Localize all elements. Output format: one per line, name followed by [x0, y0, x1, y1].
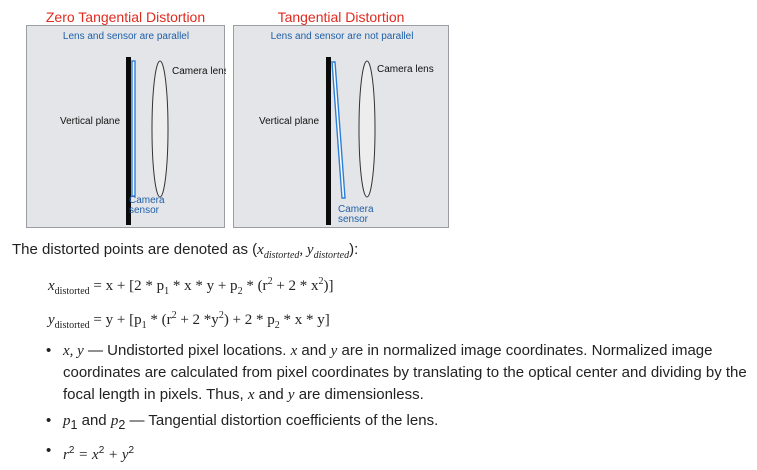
- camera-sensor-shape: [331, 61, 346, 199]
- b1-text2: are in normalized image coordinates. Nor…: [63, 342, 747, 403]
- eq-y-y-sup: 2: [218, 310, 224, 321]
- eq-x-rhs-2: * x * y + p: [169, 278, 238, 294]
- tangential-distortion-panel: Lens and sensor are not parallel Camera …: [233, 25, 449, 228]
- eq-x-sub: distorted: [54, 286, 90, 297]
- vertical-plane-bar: [126, 57, 131, 225]
- bullet-dot: •: [46, 442, 52, 459]
- intro-x-sub: distorted: [263, 250, 300, 261]
- b3-r: r: [63, 447, 69, 463]
- b1-x2: x: [247, 387, 255, 403]
- b2-p2-sub: 2: [118, 418, 126, 432]
- zero-distortion-diagram: Lens and sensor are parallel Camera lens…: [60, 31, 226, 225]
- intro-y: y: [306, 242, 314, 258]
- camera-lens-shape: [358, 60, 376, 198]
- definitions-list: • x, y — Undistorted pixel locations. x …: [30, 340, 750, 470]
- b2-and: and: [77, 412, 111, 429]
- bullet-dot: •: [46, 412, 52, 429]
- right-sensor-label-2: sensor: [338, 214, 369, 225]
- left-vertical-plane-label: Vertical plane: [60, 116, 120, 127]
- b3-r-sup: 2: [68, 445, 75, 456]
- eq-x-x-sup: 2: [318, 276, 324, 287]
- b3-x-sup: 2: [98, 445, 105, 456]
- bullet-dot: •: [46, 342, 52, 359]
- eq-y-p1-sub: 1: [141, 320, 147, 331]
- b3-y-sup: 2: [128, 445, 135, 456]
- eq-y-rhs-3: + 2 *y: [176, 312, 219, 328]
- list-item: • x, y — Undistorted pixel locations. x …: [30, 340, 750, 406]
- right-subtitle: Lens and sensor are not parallel: [271, 31, 414, 42]
- intro-y-sub: distorted: [313, 250, 350, 261]
- b1-text1: — Undistorted pixel locations.: [83, 342, 291, 359]
- intro-comma: ,: [299, 242, 307, 258]
- right-vertical-plane-label: Vertical plane: [259, 116, 319, 127]
- left-camera-lens-label: Camera lens: [172, 66, 226, 77]
- camera-lens-shape: [151, 60, 169, 198]
- left-subtitle: Lens and sensor are parallel: [63, 31, 189, 42]
- b1-text3: are dimensionless.: [294, 386, 424, 403]
- intro-close: ):: [349, 241, 359, 258]
- left-sensor-label-2: sensor: [129, 205, 160, 216]
- eq-y-p2-sub: 2: [274, 320, 280, 331]
- right-panel-title: Tangential Distortion: [277, 9, 405, 25]
- equation-x-distorted: xdistorted = x + [2 * p1 * x * y + p2 * …: [48, 276, 334, 297]
- eq-x-rhs-3: * (r: [242, 278, 268, 294]
- b2-p1-sub: 1: [70, 418, 78, 432]
- zero-distortion-panel: Lens and sensor are parallel Camera lens…: [26, 25, 226, 228]
- eq-y-lhs: y: [48, 312, 55, 328]
- eq-x-r-sup: 2: [267, 276, 273, 287]
- equation-y-distorted: ydistorted = y + [p1 * (r2 + 2 *y2) + 2 …: [48, 310, 330, 331]
- b1-and2: and: [254, 386, 288, 403]
- b1-y: y: [330, 343, 338, 359]
- eq-y-rhs-5: * x * y]: [279, 312, 330, 328]
- distorted-points-intro: The distorted points are denoted as (xdi…: [12, 241, 358, 261]
- list-item: • p1 and p2 — Tangential distortion coef…: [30, 410, 750, 436]
- list-item: • r2 = x2 + y2: [30, 440, 750, 466]
- b2-p1: p: [63, 413, 71, 429]
- b3-plus: + y: [104, 447, 129, 463]
- b3-eq: = x: [74, 447, 99, 463]
- b1-x: x: [290, 343, 298, 359]
- eq-y-r-sup: 2: [171, 310, 177, 321]
- tangential-distortion-diagram: Lens and sensor are not parallel Camera …: [259, 31, 434, 225]
- left-sensor-label-1: Camera: [129, 195, 165, 206]
- right-sensor-label-1: Camera: [338, 204, 374, 215]
- b2-text: — Tangential distortion coefficients of …: [125, 412, 439, 429]
- eq-y-rhs-4: ) + 2 * p: [223, 312, 275, 328]
- eq-y-rhs-2: * (r: [146, 312, 172, 328]
- intro-text: The distorted points are denoted as (: [12, 241, 258, 258]
- b1-y2: y: [287, 387, 295, 403]
- b1-vars: x, y: [63, 343, 84, 359]
- right-camera-lens-label: Camera lens: [377, 64, 434, 75]
- eq-x-rhs-1: = x + [2 * p: [89, 278, 165, 294]
- eq-x-p1-sub: 1: [164, 286, 170, 297]
- eq-y-sub: distorted: [54, 320, 90, 331]
- camera-sensor-shape: [131, 60, 136, 197]
- b1-and: and: [297, 342, 331, 359]
- eq-x-p2-sub: 2: [237, 286, 243, 297]
- eq-x-rhs-4: + 2 * x: [272, 278, 319, 294]
- b2-p2: p: [110, 413, 119, 429]
- vertical-plane-bar: [326, 57, 331, 225]
- eq-x-rhs-5: )]: [323, 278, 334, 294]
- eq-x-lhs: x: [48, 278, 55, 294]
- intro-x: x: [257, 242, 264, 258]
- eq-y-rhs-1: = y + [p: [89, 312, 142, 328]
- left-panel-title: Zero Tangential Distortion: [45, 9, 206, 25]
